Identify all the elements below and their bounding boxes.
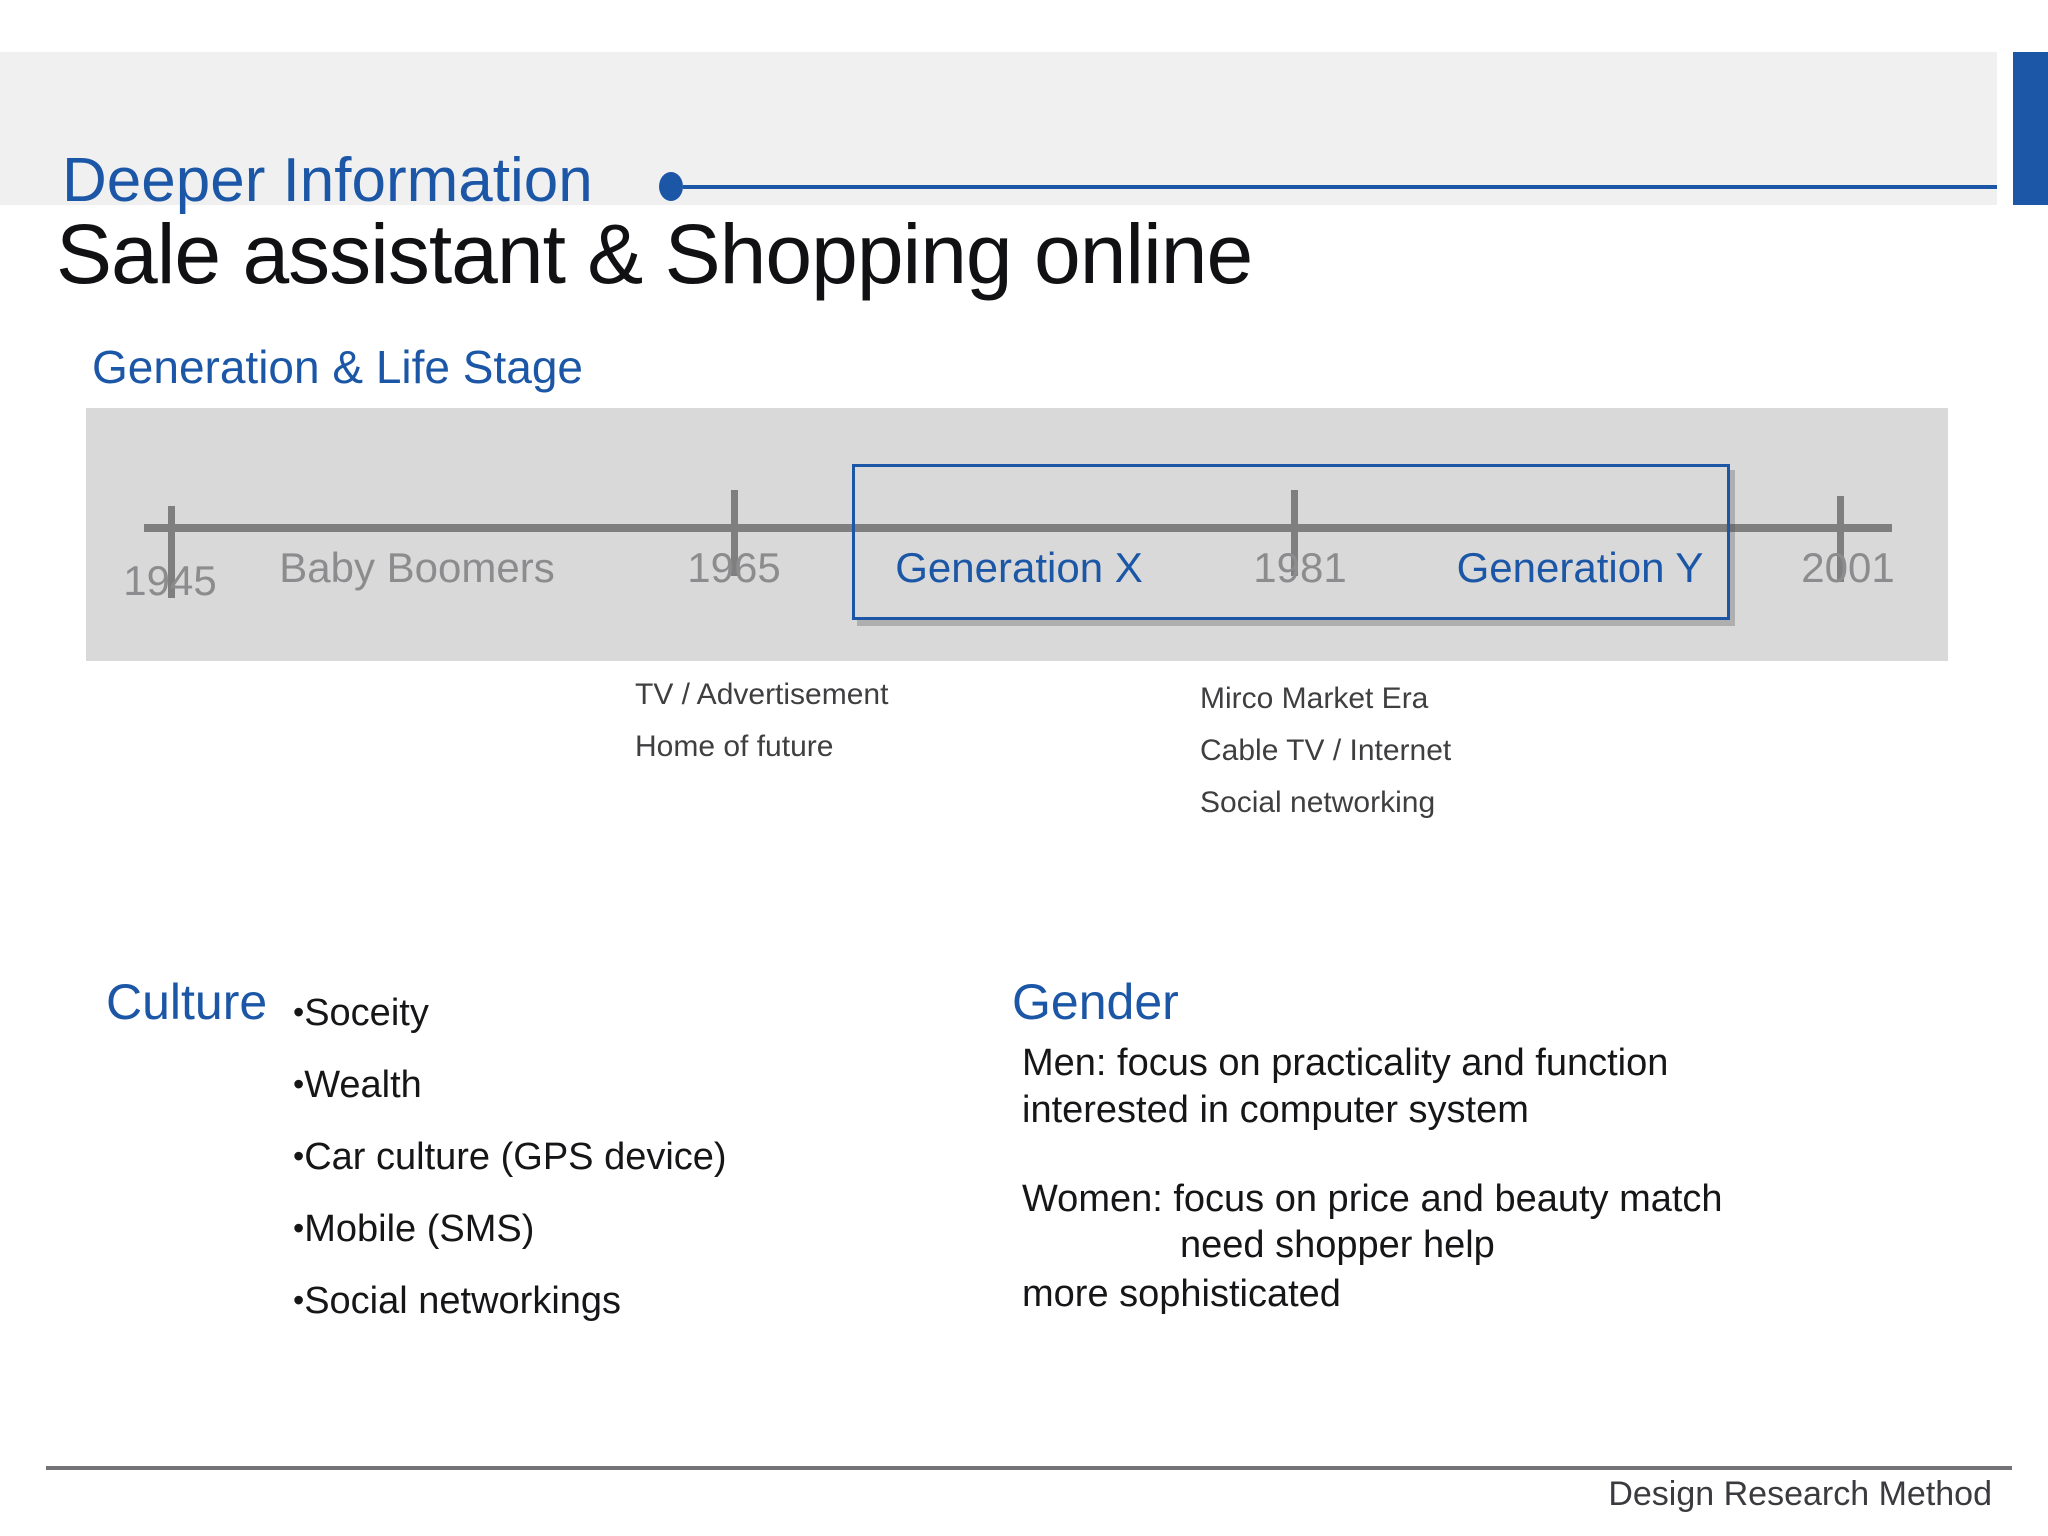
gender-line-women-3: more sophisticated <box>1022 1273 1341 1315</box>
timeline-year-1965: 1965 <box>687 544 781 591</box>
header-dot-icon <box>659 172 683 201</box>
timeline-tick-1965 <box>731 490 738 576</box>
timeline-highlight-rect <box>852 464 1730 620</box>
bullet-icon: • <box>293 1138 305 1174</box>
timeline-group-generation-y: Generation Y <box>1456 544 1704 591</box>
annotation-line: Mirco Market Era <box>1200 682 1429 715</box>
timeline-group-generation-x: Generation X <box>895 544 1143 591</box>
annotation-line: Home of future <box>635 730 834 763</box>
header-label: Deeper Information <box>62 146 593 215</box>
timeline-tick-1981 <box>1291 490 1298 576</box>
header-rule <box>683 185 1997 189</box>
culture-item: •Soceity <box>293 992 429 1035</box>
culture-item: •Car culture (GPS device) <box>293 1136 727 1179</box>
annotation-line: TV / Advertisement <box>635 678 889 711</box>
timeline-year-1981: 1981 <box>1253 544 1347 591</box>
bullet-icon: • <box>293 994 305 1030</box>
timeline-tick-2001 <box>1837 496 1844 582</box>
gender-line-women-1: Women: focus on price and beauty match <box>1022 1178 1723 1220</box>
culture-item-label: Mobile (SMS) <box>304 1208 535 1250</box>
slide-title: Sale assistant & Shopping online <box>56 207 1253 301</box>
annotations-1981: Mirco Market Era Cable TV / Internet Soc… <box>1200 684 1451 840</box>
culture-item-label: Social networkings <box>304 1280 622 1322</box>
culture-heading: Culture <box>106 974 268 1030</box>
culture-item: •Mobile (SMS) <box>293 1208 534 1251</box>
bullet-icon: • <box>293 1066 305 1102</box>
culture-item-label: Soceity <box>304 992 429 1034</box>
gender-line-women-2: need shopper help <box>1180 1224 1495 1266</box>
gender-line-men-1: Men: focus on practicality and function <box>1022 1042 1669 1084</box>
header-accent-bar <box>2013 52 2048 205</box>
culture-item-label: Car culture (GPS device) <box>304 1136 727 1178</box>
gender-line-men-2: interested in computer system <box>1022 1089 1529 1131</box>
annotation-line: Cable TV / Internet <box>1200 734 1452 767</box>
header-band: Deeper Information <box>0 52 1997 212</box>
culture-item: •Social networkings <box>293 1280 621 1323</box>
gender-heading: Gender <box>1012 974 1179 1030</box>
culture-item: •Wealth <box>293 1064 422 1107</box>
timeline-group-baby-boomers: Baby Boomers <box>279 544 555 591</box>
annotations-1965: TV / Advertisement Home of future <box>635 680 888 784</box>
timeline-year-1945: 1945 <box>123 557 217 604</box>
annotation-line: Social networking <box>1200 786 1436 819</box>
timeline-year-2001: 2001 <box>1801 544 1895 591</box>
generation-heading: Generation & Life Stage <box>92 341 583 393</box>
footer-credit: Design Research Method <box>1608 1475 1992 1513</box>
bullet-icon: • <box>293 1210 305 1246</box>
culture-item-label: Wealth <box>304 1064 422 1106</box>
bullet-icon: • <box>293 1282 305 1318</box>
timeline-axis <box>144 524 1892 532</box>
footer-rule <box>46 1466 2012 1470</box>
timeline-tick-1945 <box>168 506 175 598</box>
